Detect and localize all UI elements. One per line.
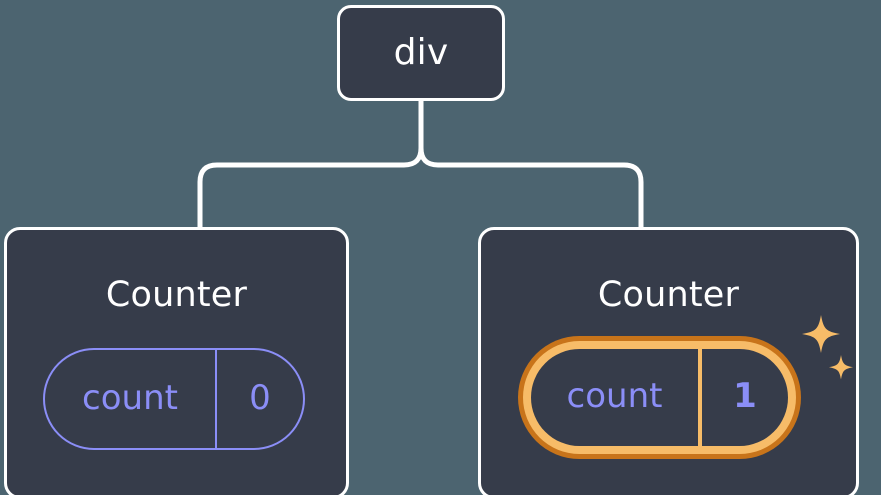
connector-to-left-child [197,145,424,230]
node-div[interactable]: div [337,5,505,101]
state-key-label: count [566,376,663,416]
node-div-label: div [393,32,449,73]
node-counter-left-label: Counter [105,275,248,315]
state-pill-count-right-inner-ring: count 1 [523,341,796,454]
state-value-label: 1 [698,349,788,446]
state-pill-count-right-highlight-ring: count 1 [518,336,801,459]
state-value-label: 0 [215,350,303,448]
state-pill-count-right[interactable]: count 1 [531,349,788,446]
state-pill-count-left[interactable]: count 0 [43,348,305,450]
node-counter-right-label: Counter [597,275,740,315]
connector-to-right-child [418,145,644,230]
state-key-label: count [82,377,178,418]
